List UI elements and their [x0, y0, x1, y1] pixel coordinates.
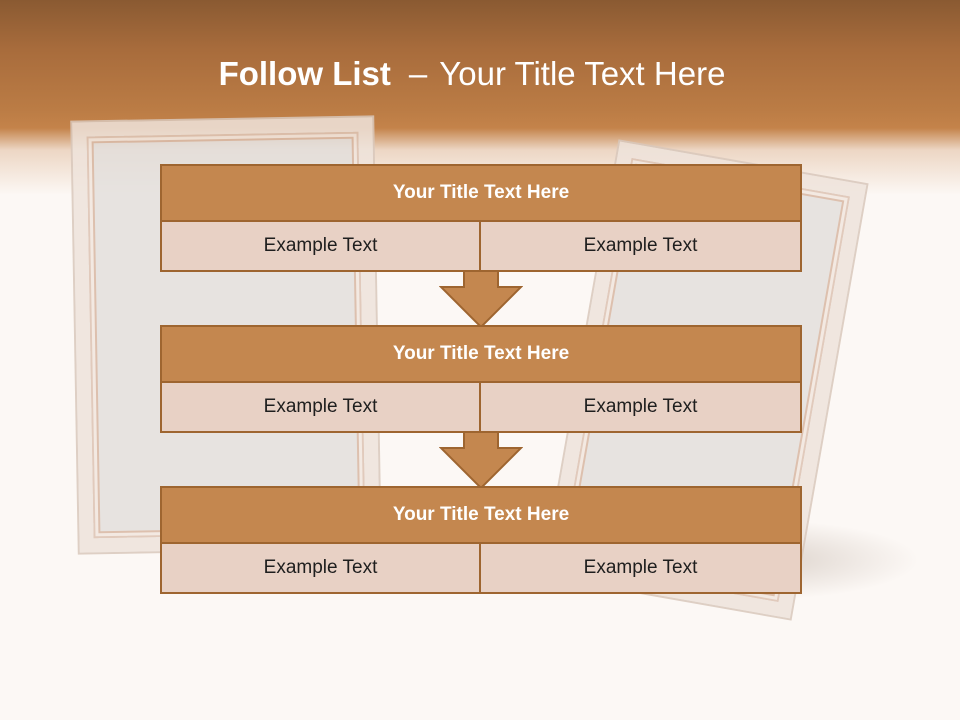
- stage-1: Your Title Text Here Example Text Exampl…: [160, 164, 802, 272]
- stage-cell-left[interactable]: Example Text: [160, 383, 481, 433]
- stage-row: Example Text Example Text: [160, 222, 802, 272]
- stage-row: Example Text Example Text: [160, 544, 802, 594]
- slide-title-rest: Your Title Text Here: [439, 55, 726, 92]
- stage-cell-right[interactable]: Example Text: [481, 222, 802, 272]
- slide-title-bold: Follow List: [218, 55, 391, 92]
- down-arrow-icon: [439, 271, 523, 329]
- slide-title-dash: –: [408, 55, 428, 92]
- slide-title: Follow List–Your Title Text Here: [0, 55, 944, 93]
- stage-cell-left[interactable]: Example Text: [160, 544, 481, 594]
- stage-cell-left[interactable]: Example Text: [160, 222, 481, 272]
- stage-title[interactable]: Your Title Text Here: [160, 164, 802, 222]
- stage-title[interactable]: Your Title Text Here: [160, 325, 802, 383]
- down-arrow-icon: [439, 432, 523, 490]
- stage-title[interactable]: Your Title Text Here: [160, 486, 802, 544]
- stage-3: Your Title Text Here Example Text Exampl…: [160, 486, 802, 594]
- stage-cell-right[interactable]: Example Text: [481, 544, 802, 594]
- stage-row: Example Text Example Text: [160, 383, 802, 433]
- stage-cell-right[interactable]: Example Text: [481, 383, 802, 433]
- stage-2: Your Title Text Here Example Text Exampl…: [160, 325, 802, 433]
